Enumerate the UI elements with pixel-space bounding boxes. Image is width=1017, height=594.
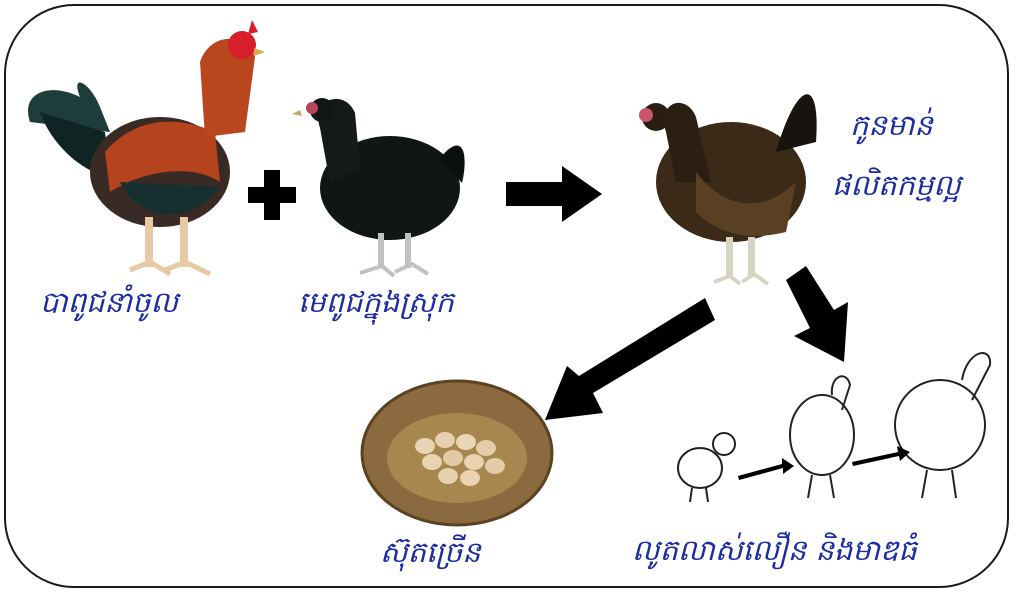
offspring-hen-image	[636, 62, 826, 287]
offspring-label-line2: ផលិតកម្មល្អ	[832, 168, 961, 210]
arrow-right-icon	[506, 166, 602, 222]
hen-label: មេពូជក្នុងស្រុក	[298, 285, 454, 327]
rooster-label: បាពូជនាំចូល	[40, 285, 178, 327]
offspring-label-line1: កូនមាន់	[850, 108, 933, 150]
plus-icon	[248, 170, 296, 220]
growth-label: លូតលាស់លឿន និងមាឌធំ	[632, 533, 917, 575]
eggs-label: ស៊ុតច្រើន	[380, 535, 481, 577]
growth-sketch-image	[672, 340, 1012, 510]
hen-image	[290, 88, 470, 278]
egg-nest-image	[360, 378, 555, 528]
rooster-image	[20, 12, 265, 287]
